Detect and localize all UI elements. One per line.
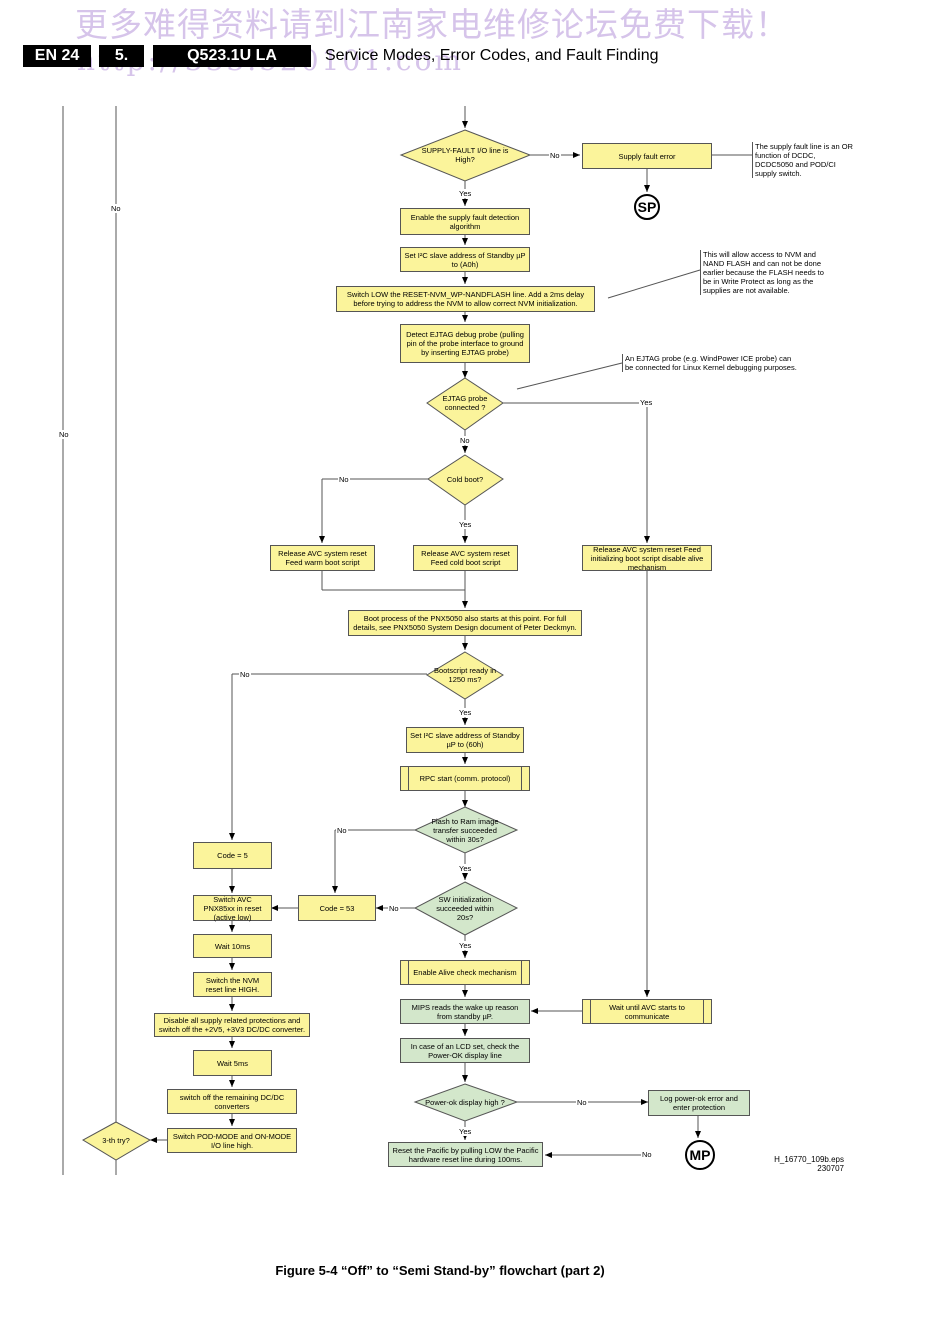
process-boot-pnx5050: Boot process of the PNX5050 also starts …	[348, 610, 582, 636]
process-switch-avc-reset: Switch AVC PNX85xx in reset (active low)	[193, 895, 272, 922]
process-wait-5ms: Wait 5ms	[193, 1050, 272, 1076]
text-bootscript-ready: Bootscript ready in 1250 ms?	[433, 666, 497, 684]
label-yes-bootscript: Yes	[458, 708, 473, 717]
text-flash-transfer: Flash to Ram image transfer succeeded wi…	[431, 816, 499, 844]
process-enable-alive: Enable Alive check mechanism	[400, 960, 530, 985]
section-title: Service Modes, Error Codes, and Fault Fi…	[325, 47, 659, 64]
decision-ejtag-connected	[426, 377, 504, 431]
process-wait-10ms: Wait 10ms	[193, 934, 272, 958]
label-yes-flash: Yes	[458, 864, 473, 873]
decision-bootscript-ready	[426, 651, 504, 700]
decision-power-ok	[413, 1083, 519, 1122]
label-yes-ejtag: Yes	[639, 398, 654, 407]
text-ejtag-connected: EJTAG probe connected ?	[442, 394, 488, 412]
process-release-init: Release AVC system reset Feed initializi…	[582, 545, 712, 572]
label-no-left-return: No	[110, 204, 122, 213]
label-no-supply-fault: No	[549, 151, 561, 160]
process-switch-nvm-high: Switch the NVM reset line HIGH.	[193, 972, 272, 997]
page-number-badge: EN 24	[23, 45, 91, 67]
process-lcd-check: In case of an LCD set, check the Power-O…	[400, 1038, 530, 1063]
process-supply-fault-error: Supply fault error	[582, 143, 712, 169]
watermark-chinese: 更多难得资料请到江南家电维修论坛免费下载！	[75, 5, 789, 44]
process-rpc-start: RPC start (comm. protocol)	[400, 766, 530, 791]
process-switch-low-reset: Switch LOW the RESET-NVM_WP-NANDFLASH li…	[336, 286, 595, 312]
label-no-cold-boot: No	[338, 475, 350, 484]
process-switch-pod: Switch POD-MODE and ON-MODE I/O line hig…	[167, 1128, 297, 1153]
decision-supply-fault	[399, 129, 532, 182]
text-supply-fault: SUPPLY-FAULT I/O line is High?	[421, 146, 509, 164]
note-supply-or: The supply fault line is an OR function …	[752, 142, 855, 178]
decision-flash-transfer	[413, 806, 519, 854]
process-wait-avc: Wait until AVC starts to communicate	[582, 999, 712, 1024]
model-badge: Q523.1U LA	[153, 45, 311, 67]
process-switch-off-dcdc: switch off the remaining DC/DC converter…	[167, 1089, 297, 1114]
text-cold-boot: Cold boot?	[446, 474, 484, 484]
process-enable-supply-fault: Enable the supply fault detection algori…	[400, 208, 530, 235]
label-yes-power-ok: Yes	[458, 1127, 473, 1136]
text-power-ok: Power-ok display high ?	[425, 1097, 505, 1107]
decision-third-try	[81, 1121, 152, 1161]
label-yes-cold-boot: Yes	[458, 520, 473, 529]
figure-caption: Figure 5-4 “Off” to “Semi Stand-by” flow…	[0, 1263, 950, 1278]
process-mips-wakeup: MIPS reads the wake up reason from stand…	[400, 999, 530, 1024]
label-no-power-ok: No	[576, 1098, 588, 1107]
label-no-ejtag: No	[459, 436, 471, 445]
process-release-cold: Release AVC system reset Feed cold boot …	[413, 545, 518, 571]
figure-caption-text: Figure 5-4 “Off” to “Semi Stand-by” flow…	[275, 1263, 605, 1278]
process-set-i2c-a0: Set I²C slave address of Standby µP to (…	[400, 247, 530, 272]
label-yes-supply-fault: Yes	[458, 189, 473, 198]
decision-sw-init	[413, 881, 519, 936]
label-no-flash: No	[336, 826, 348, 835]
chapter-badge: 5.	[99, 45, 144, 67]
note-nvm-access: This will allow access to NVM and NAND F…	[700, 250, 827, 295]
text-sw-init: SW initialization succeeded within 20s?	[436, 894, 494, 922]
file-name: H_16770_109b.eps	[774, 1155, 844, 1164]
process-code-5: Code = 5	[193, 842, 272, 869]
process-log-power-ok: Log power-ok error and enter protection	[648, 1090, 750, 1116]
process-reset-pacific: Reset the Pacific by pulling LOW the Pac…	[388, 1142, 543, 1167]
process-detect-ejtag: Detect EJTAG debug probe (pulling pin of…	[400, 324, 530, 363]
connector-sp: SP	[634, 194, 660, 220]
connector-mp: MP	[685, 1140, 715, 1170]
file-id: H_16770_109b.eps 230707	[760, 1155, 844, 1173]
file-date: 230707	[817, 1164, 844, 1173]
label-no-bootscript: No	[239, 670, 251, 679]
process-code-53: Code = 53	[298, 895, 376, 921]
label-no-sw-init: No	[388, 904, 400, 913]
process-release-warm: Release AVC system reset Feed warm boot …	[270, 545, 375, 571]
process-set-i2c-60: Set I²C slave address of Standby µP to (…	[406, 727, 524, 753]
label-yes-sw-init: Yes	[458, 941, 473, 950]
label-no-far-left-return: No	[58, 430, 70, 439]
process-disable-supply: Disable all supply related protections a…	[154, 1013, 310, 1037]
note-ejtag-probe: An EJTAG probe (e.g. WindPower ICE probe…	[622, 354, 797, 372]
text-third-try: 3-th try?	[102, 1135, 130, 1145]
label-no-bottom-right: No	[641, 1150, 653, 1159]
decision-cold-boot	[427, 454, 504, 506]
